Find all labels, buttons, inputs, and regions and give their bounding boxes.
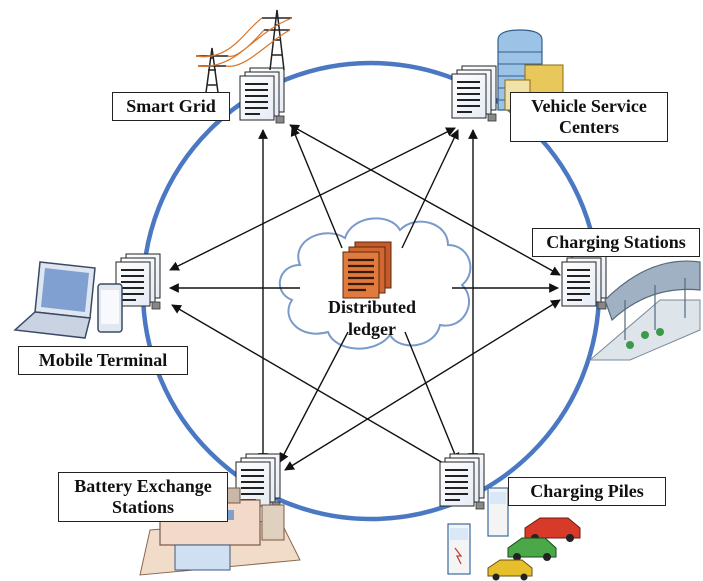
ledger-document-icon [342,241,392,299]
node-label-battery-line2: Stations [111,497,174,517]
lock-icon [151,301,161,310]
car-icon [487,559,533,581]
center-label-line1: Distributed [327,297,416,317]
phone-icon [97,283,123,333]
node-ledgers [115,65,607,510]
center-label-distributed-ledger: Distributed ledger [302,296,442,340]
document-icon-battery-exchange [235,453,281,510]
node-label-battery-line1: Battery Exchange [74,476,212,496]
document-icon-charging-piles [439,453,485,510]
connections [169,124,561,471]
node-label-smart-grid: Smart Grid [112,92,230,121]
node-label-vehicle-line2: Centers [559,117,619,137]
lock-icon [597,301,607,310]
document-icon-vehicle-service [451,65,497,122]
node-label-charging-piles: Charging Piles [508,477,666,506]
lock-icon [275,115,285,124]
node-label-vehicle-line1: Vehicle Service [531,96,647,116]
document-icon-mobile-terminal [115,253,161,310]
document-icon-charging-stations [561,253,607,310]
charging-piles-icon [447,487,509,575]
lock-icon [487,113,497,122]
node-label-vehicle-service-centers: Vehicle Service Centers [510,92,668,142]
car-icon [507,537,557,561]
power-tower-icon [195,9,293,101]
battery-station-building-icon [139,487,301,576]
document-icon-smart-grid [239,67,285,124]
charging-canopy-icon [588,260,701,361]
node-label-battery-exchange-stations: Battery Exchange Stations [58,472,228,522]
arrow-ledger-charging-piles [404,331,460,463]
laptop-icon [13,261,96,339]
arrow-ledger-battery [279,331,349,463]
lock-icon [475,501,485,510]
node-label-charging-stations: Charging Stations [532,228,700,257]
arrow-vehicle-mobile [169,127,456,271]
arrow-stations-battery [284,299,561,471]
center-label-line2: ledger [348,319,396,339]
node-label-mobile-terminal: Mobile Terminal [18,346,188,375]
